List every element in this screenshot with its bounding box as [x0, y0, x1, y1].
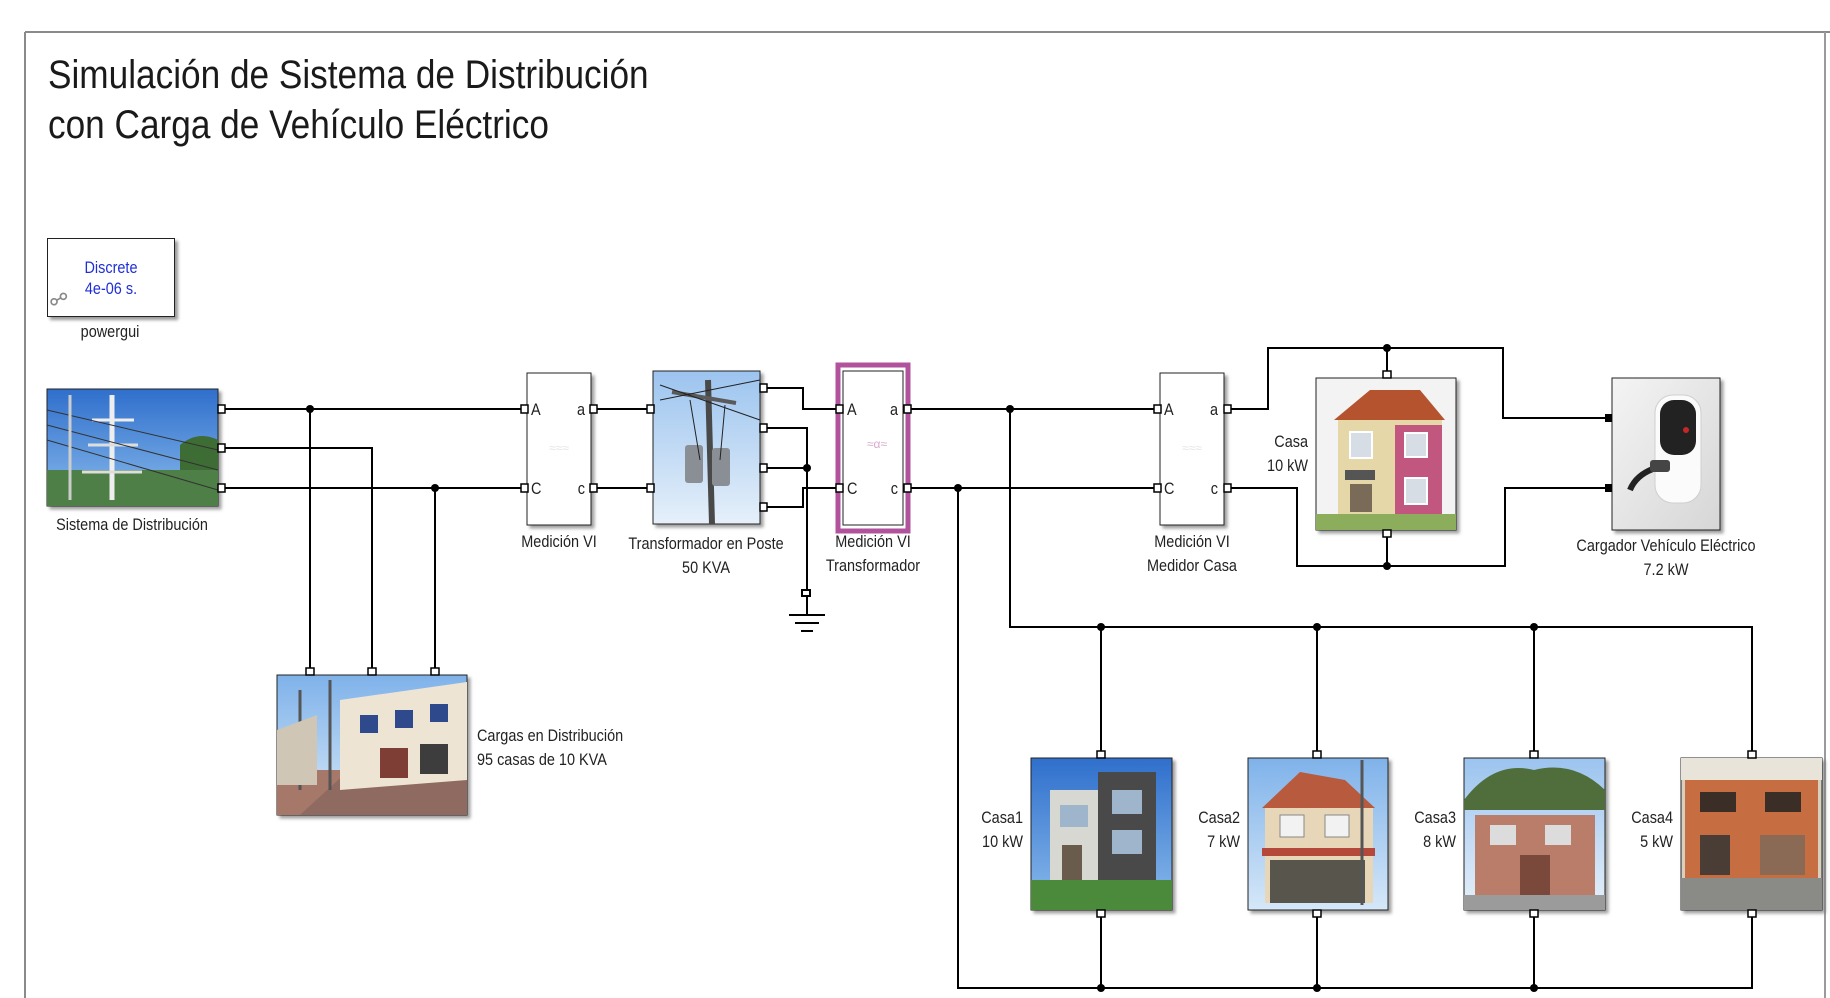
house1-name: Casa1 — [981, 808, 1023, 827]
house2-photo — [1262, 760, 1375, 905]
meas1-port-C: C — [531, 479, 542, 498]
casa-block[interactable] — [1315, 377, 1457, 531]
transformador-block[interactable] — [652, 370, 761, 525]
casa2-block[interactable] — [1247, 757, 1389, 911]
meas2-port-A: A — [847, 400, 857, 419]
medicion-vi-casa-label: Medición VI Medidor Casa — [1137, 530, 1248, 578]
house4-power: 5 kW — [1640, 832, 1673, 851]
cargas-label-2: 95 casas de 10 KVA — [477, 750, 607, 769]
model-frame — [24, 31, 1830, 998]
medicion-vi-casa-ports — [1153, 404, 1232, 493]
medicion-vi-casa-label-2: Medidor Casa — [1147, 556, 1237, 575]
transformador-label: Transformador en Poste 50 KVA — [621, 532, 791, 580]
medicion-vi-casa-block[interactable]: ≈≈≈ — [1159, 372, 1225, 526]
casa-ports — [1382, 370, 1392, 538]
wire-trafo-out-b — [764, 427, 808, 468]
transformador-label-1: Transformador en Poste — [628, 534, 784, 553]
powergui-block[interactable]: Discrete 4e-06 s. ⚯ — [45, 238, 175, 317]
medicion-vi-transformador-block[interactable]: ≈α≈ — [835, 362, 911, 534]
meas3-port-C: C — [1164, 479, 1175, 498]
junction-dots — [306, 344, 1538, 992]
svg-text:≈α≈: ≈α≈ — [867, 437, 888, 451]
house3-label: Casa3 8 kW — [1397, 806, 1456, 854]
medicion-vi-1-ports — [520, 404, 598, 493]
ground-icon[interactable] — [789, 589, 825, 632]
svg-text:≈≈≈: ≈≈≈ — [549, 441, 569, 455]
pole-transformer-photo — [659, 379, 761, 525]
cargador-label-2: 7.2 kW — [1643, 560, 1689, 579]
house3-power: 8 kW — [1423, 832, 1456, 851]
medicion-vi-trafo-label-2: Transformador — [825, 556, 921, 575]
transformador-ports — [646, 383, 768, 512]
meas3-port-a: a — [1209, 400, 1218, 419]
street-houses-photo — [277, 680, 467, 815]
casa-power: 10 kW — [1267, 456, 1308, 475]
cargador-ports — [1605, 414, 1612, 492]
powergui-step: 4e-06 s. — [84, 279, 138, 298]
medicion-vi-trafo-label-1: Medición VI — [835, 532, 911, 551]
power-lines-photo — [46, 395, 219, 506]
meas1-port-A: A — [531, 400, 541, 419]
medicion-vi-casa-label-1: Medición VI — [1154, 532, 1230, 551]
powergui-mode: Discrete — [84, 258, 138, 277]
medicion-vi-1-label: Medición VI — [521, 532, 597, 551]
meas2-port-C: C — [847, 479, 858, 498]
cargador-ve-block[interactable] — [1611, 377, 1721, 531]
house3-name: Casa3 — [1414, 808, 1456, 827]
page-title: Simulación de Sistema de Distribución co… — [48, 50, 649, 150]
sistema-label: Sistema de Distribución — [56, 515, 208, 534]
medicion-vi-transformador-ports — [835, 404, 912, 493]
house2-power: 7 kW — [1207, 832, 1240, 851]
house3-photo — [1464, 767, 1605, 910]
cargas-label: Cargas en Distribución 95 casas de 10 KV… — [477, 724, 623, 772]
powergui-label: powergui — [80, 322, 140, 341]
house-photo — [1316, 390, 1456, 530]
house1-label: Casa1 10 kW — [964, 806, 1023, 854]
title-line-2: con Carga de Vehículo Eléctrico — [48, 103, 549, 147]
meas2-port-a: a — [889, 400, 898, 419]
powergui-settings: Discrete 4e-06 s. — [57, 257, 164, 299]
meas1-port-a: a — [576, 400, 585, 419]
cargador-label-1: Cargador Vehículo Eléctrico — [1576, 536, 1756, 555]
wire-phase-b-source — [219, 447, 373, 668]
meas2-port-c: c — [890, 479, 898, 498]
casa-name: Casa — [1274, 432, 1308, 451]
casa1-block[interactable] — [1030, 757, 1173, 911]
house1-power: 10 kW — [982, 832, 1023, 851]
houses-ports — [1096, 750, 1757, 918]
wire-trafo-out-a — [764, 387, 837, 410]
meas1-port-c: c — [577, 479, 585, 498]
cargador-label: Cargador Vehículo Eléctrico 7.2 kW — [1573, 534, 1760, 582]
title-line-1: Simulación de Sistema de Distribución — [48, 53, 649, 97]
casa-label: Casa 10 kW — [1250, 430, 1308, 478]
medicion-vi-trafo-label: Medición VI Transformador — [818, 530, 929, 578]
cargas-label-1: Cargas en Distribución — [477, 726, 624, 745]
cargas-ports — [305, 667, 440, 676]
casa4-block[interactable] — [1680, 757, 1823, 911]
house1-photo — [1031, 772, 1172, 910]
wire-casa-c — [1229, 487, 1608, 567]
meas3-port-c: c — [1210, 479, 1218, 498]
casa3-block[interactable] — [1463, 757, 1606, 911]
cargas-distribucion-block[interactable] — [276, 674, 468, 816]
sistema-distribucion-block[interactable] — [46, 388, 219, 507]
sistema-ports — [217, 404, 226, 493]
ev-charger-photo — [1627, 394, 1702, 504]
house2-label: Casa2 7 kW — [1181, 806, 1240, 854]
transformador-label-2: 50 KVA — [682, 558, 730, 577]
svg-text:≈≈≈: ≈≈≈ — [1182, 441, 1202, 455]
wire-bus-bottom — [957, 488, 1753, 989]
house4-name: Casa4 — [1631, 808, 1673, 827]
meas3-port-A: A — [1164, 400, 1174, 419]
wires — [219, 347, 1753, 989]
house4-label: Casa4 5 kW — [1614, 806, 1673, 854]
wire-bus-top — [1009, 409, 1753, 752]
wire-trafo-out-c — [764, 487, 837, 508]
medicion-vi-1-block[interactable]: ≈≈≈ — [526, 372, 592, 526]
house4-photo — [1681, 758, 1822, 910]
house2-name: Casa2 — [1198, 808, 1240, 827]
